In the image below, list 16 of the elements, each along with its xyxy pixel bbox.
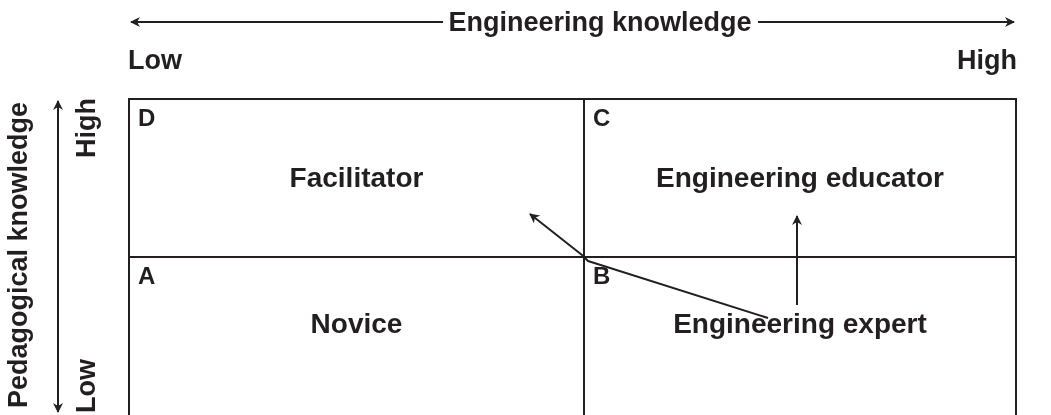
axis-end-label: High	[70, 98, 102, 158]
axis-end-label: Low	[128, 44, 182, 76]
quadrant	[583, 98, 1017, 258]
quadrant-label: Facilitator	[288, 161, 425, 195]
axis-end-label: Low	[70, 359, 102, 413]
quadrant-label: Engineering educator	[655, 161, 945, 195]
quadrant-letter: A	[138, 262, 156, 290]
quadrant-letter: B	[593, 262, 611, 290]
quadrant	[128, 98, 585, 258]
quadrant-letter: C	[593, 104, 611, 132]
arrow	[792, 215, 802, 306]
axis-end-label: High	[957, 44, 1017, 76]
quadrant-letter: D	[138, 104, 156, 132]
quadrant-label: Engineering expert	[672, 307, 928, 341]
axis-title: Pedagogical knowledge	[2, 101, 35, 409]
quadrant-label: Novice	[309, 307, 404, 341]
